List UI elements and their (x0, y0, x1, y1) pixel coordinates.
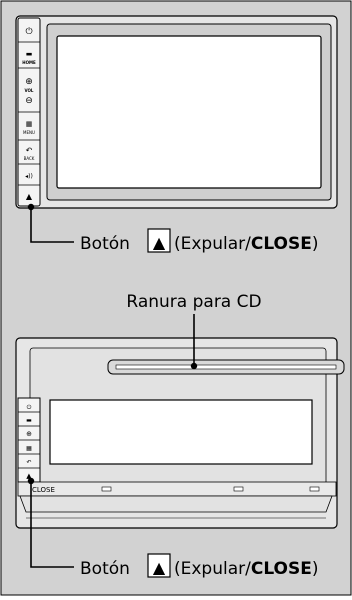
eject-icon[interactable]: ▲ (26, 192, 33, 201)
close-strip (17, 481, 337, 497)
menu-icon[interactable]: ▦ (26, 120, 33, 128)
bottom-eject-icon[interactable]: ▲ (26, 472, 32, 480)
menu-label: MENU (23, 130, 35, 135)
back-label: BACK (24, 156, 35, 161)
bottom-screen (49, 399, 313, 465)
bottom-power-icon[interactable]: ⏻ (27, 404, 32, 411)
bottom-eject-key-icon (147, 553, 171, 578)
back-icon[interactable]: ↶ (25, 146, 33, 155)
bottom-callout-text: (Expular/CLOSE) (174, 559, 319, 579)
top-callout-prefix: Botón (80, 234, 130, 254)
bottom-menu-icon[interactable]: ▦ (26, 445, 32, 452)
cd-slot-callout (190, 314, 198, 370)
top-eject-key-icon (147, 228, 171, 253)
top-callout-glyph: ▲ (153, 233, 166, 252)
bottom-back-icon[interactable]: ↶ (26, 459, 31, 466)
vol-down-icon[interactable]: ⊖ (25, 96, 33, 106)
home-label: HOME (22, 60, 36, 65)
power-icon[interactable]: ⏻ (25, 26, 32, 37)
screen (56, 35, 322, 189)
close-text: CLOSE (32, 486, 55, 494)
bottom-callout-prefix: Botón (80, 559, 130, 579)
bottom-head-unit: ⏻ ▬ ⊕ ▦ ↶ ▲ CLOSE (15, 337, 345, 529)
bottom-callout-glyph: ▲ (153, 558, 166, 577)
vol-label: VOL (25, 88, 34, 93)
top-eject-callout: Botón ▲ (Expular/CLOSE) (27, 203, 319, 254)
cd-slot-label: Ranura para CD (126, 292, 261, 312)
home-icon[interactable]: ▬ (26, 50, 33, 58)
bottom-eject-callout: Botón ▲ (Expular/CLOSE) (27, 477, 319, 579)
sound-icon[interactable]: ◂)) (25, 173, 33, 180)
top-callout-text: (Expular/CLOSE) (174, 234, 319, 254)
bottom-home-icon[interactable]: ▬ (26, 417, 32, 424)
vol-icon[interactable]: ⊕ (25, 77, 33, 87)
bottom-vol-icon[interactable]: ⊕ (26, 430, 32, 438)
top-head-unit: ⏻ ▬ HOME ⊕ VOL ⊖ ▦ MENU ↶ BACK ◂)) ▲ (15, 15, 338, 209)
